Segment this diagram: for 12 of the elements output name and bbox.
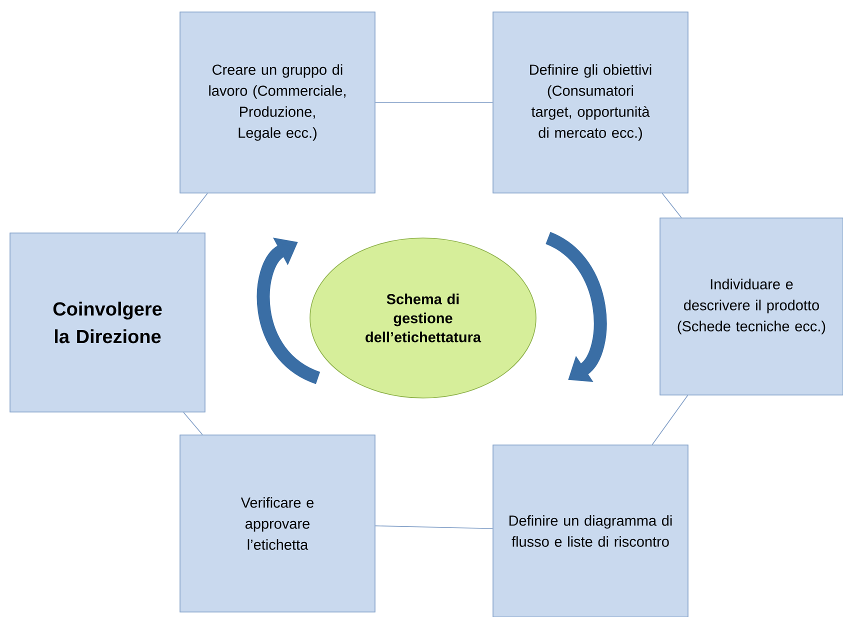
connector-line [652,394,688,445]
connector-line [662,192,682,218]
connector-line [375,525,493,530]
step-box: Individuare e descrivere il prodotto (Schede tecniche ecc.) [660,218,843,396]
step-box: Definire gli obiettivi (Consumatori target, opportunità di mercato ecc.) [492,12,688,194]
step-box: Verificare e approvare l’etichetta [180,434,376,612]
connector-line [176,192,208,233]
connector-line [183,412,203,435]
step-box: Definire un diagramma di flusso e liste di riscontro [492,444,688,617]
step-box: Creare un gruppo di lavoro (Commerciale, Produzione, Legale ecc.) [180,12,376,194]
connector-line [375,102,493,103]
step-box: Coinvolgere la Direzione [10,232,206,412]
